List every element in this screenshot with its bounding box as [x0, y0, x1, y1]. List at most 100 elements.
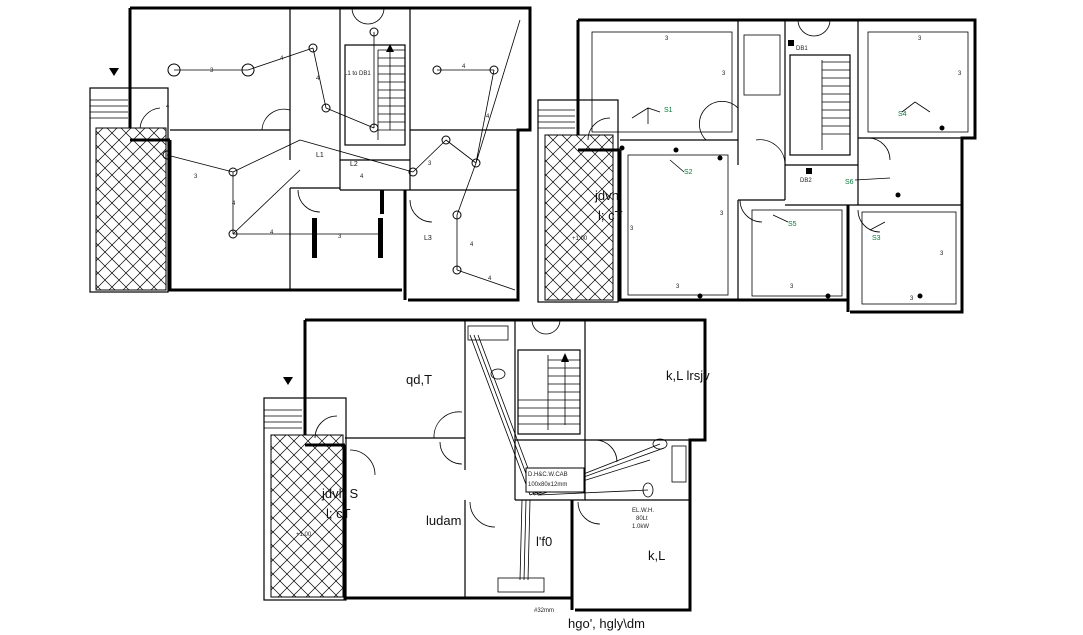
pipe-runs-3: [469, 334, 665, 581]
room-label-kitchen-bottom: k,L: [648, 548, 665, 563]
water-cabinet: [525, 467, 585, 493]
outer-wall-3: [303, 318, 707, 612]
staircase-3: [517, 349, 581, 435]
door-arc-3h: [594, 439, 618, 463]
svg-text:3: 3: [790, 284, 794, 290]
door-arc-2e: [755, 139, 786, 166]
door-arc-3d: [531, 319, 561, 335]
svg-text:jdvh: jdvh: [594, 188, 619, 203]
svg-text:DB1: DB1: [796, 46, 808, 52]
svg-text:3: 3: [918, 36, 922, 42]
balcony-steps-2: [538, 109, 575, 129]
wall-lamp-1b: [378, 218, 383, 258]
svg-text:3: 3: [338, 234, 342, 240]
svg-text:3: 3: [210, 68, 214, 74]
svg-text:S1: S1: [664, 107, 673, 114]
cabinet-label-line1: D.H&C.W.CAB: [528, 472, 568, 478]
heater-label-line1: EL.W.H.: [632, 508, 654, 514]
inner-walls-3: [345, 320, 690, 598]
door-arc-1d: [351, 7, 385, 25]
balcony-hatch-2: [544, 134, 614, 301]
svg-text:3: 3: [910, 296, 914, 302]
svg-text:3: 3: [940, 251, 944, 257]
svg-text:4: 4: [280, 56, 284, 62]
plumbing-plan: D.H&C.W.CAB 100x80x12mm EL.W.H. 80Lt 1.0…: [263, 318, 710, 631]
svg-text:S3: S3: [872, 235, 881, 242]
entry-arrow-3: [283, 377, 293, 385]
svg-text:4: 4: [488, 276, 492, 282]
db-box-2: [806, 168, 812, 174]
light-fixtures-1: [162, 27, 499, 275]
svg-text:+1.00: +1.00: [572, 236, 588, 242]
wall-lamp-1a: [312, 218, 317, 258]
svg-text:3: 3: [722, 71, 726, 77]
svg-text:4: 4: [316, 76, 320, 82]
svg-text:4: 4: [270, 230, 274, 236]
svg-text:3: 3: [958, 71, 962, 77]
room-label-kitchen-top: k,L lrsjv: [666, 368, 710, 383]
db-box-1: [788, 40, 794, 46]
power-plan: DB1 DB2 S1 S2 S3 S4 S5 S6 jdvh l; cT +1.…: [537, 18, 977, 314]
door-arc-2g: [867, 137, 891, 161]
switch-labels-2: S1 S2 S3 S4 S5 S6: [664, 107, 907, 242]
balcony-steps-1: [90, 99, 128, 119]
entry-arrow-1: [109, 68, 119, 76]
room-label-balcony-2: l; cT: [326, 506, 351, 521]
outer-wall-2: [576, 18, 977, 314]
door-arc-3b: [433, 411, 463, 439]
door-arc-2c: [739, 199, 763, 223]
svg-text:S5: S5: [788, 221, 797, 228]
svg-text:4: 4: [232, 201, 236, 207]
room-label-dining: l'f0: [536, 534, 552, 549]
door-arc-2a: [587, 117, 611, 141]
room-text-2: jdvh l; cT +1.00: [572, 188, 623, 242]
door-arc-1c: [297, 189, 321, 213]
door-arc-2d: [797, 19, 831, 37]
lighting-circuits-1: [166, 19, 521, 291]
svg-text:S6: S6: [845, 179, 854, 186]
svg-text:S4: S4: [898, 111, 907, 118]
wire-counts-1: 3 4 4 4 4 3 4 4 3 4 4 3 4 4: [166, 56, 492, 282]
svg-text:3: 3: [630, 226, 634, 232]
circuit-label-l1: L1: [316, 152, 324, 159]
panel-feed-label: L1 to DB1: [344, 71, 371, 77]
power-circuits-2: [631, 101, 931, 231]
heater-label-line3: 1.0kW: [632, 524, 649, 530]
door-arc-3f: [469, 501, 496, 528]
bathtub-fixtures: [467, 325, 687, 593]
inner-walls-2: [620, 20, 962, 300]
circuit-label-l3: L3: [424, 235, 432, 242]
db-labels-2: DB1 DB2: [796, 46, 812, 184]
svg-text:3: 3: [676, 284, 680, 290]
lighting-plan: L1 L2 L3 L1 to DB1 3 4 4 4 4 3 4 4 3 4 4…: [89, 6, 532, 302]
svg-text:4: 4: [470, 242, 474, 248]
svg-text:3: 3: [428, 161, 432, 167]
door-arc-1e: [409, 199, 433, 223]
svg-text:4: 4: [486, 114, 490, 120]
wall-lamp-1c: [380, 190, 384, 214]
cabinet-label-line2: 100x80x12mm: [528, 482, 567, 488]
room-label-bedroom-top: qd,T: [406, 372, 432, 387]
circuit-label-l2: L2: [350, 161, 358, 168]
outer-wall-1: [128, 6, 532, 302]
door-arc-3e: [349, 449, 376, 476]
svg-text:4: 4: [166, 104, 170, 110]
svg-text:3: 3: [665, 36, 669, 42]
svg-text:3: 3: [194, 174, 198, 180]
room-outlines-2: [591, 31, 969, 305]
room-label-living: ludam: [426, 513, 461, 528]
wire-counts-2: 3 3 3 3 3 3 3 3 3 3: [630, 36, 962, 302]
staircase-2: [789, 54, 851, 156]
bottom-caption: hgo', hgly\dm: [568, 616, 645, 631]
door-arc-3a: [314, 415, 338, 439]
balcony-steps-3: [264, 409, 302, 429]
door-arc-1b: [261, 108, 291, 131]
room-label-balcony-1: jdvh S: [321, 486, 358, 501]
svg-text:DB2: DB2: [800, 178, 812, 184]
balcony-hatch-3: [270, 434, 344, 598]
balcony-hatch-1: [95, 127, 167, 291]
svg-text:4: 4: [462, 64, 466, 70]
pipe-size-label: #32mm: [534, 608, 554, 614]
svg-text:3: 3: [720, 211, 724, 217]
